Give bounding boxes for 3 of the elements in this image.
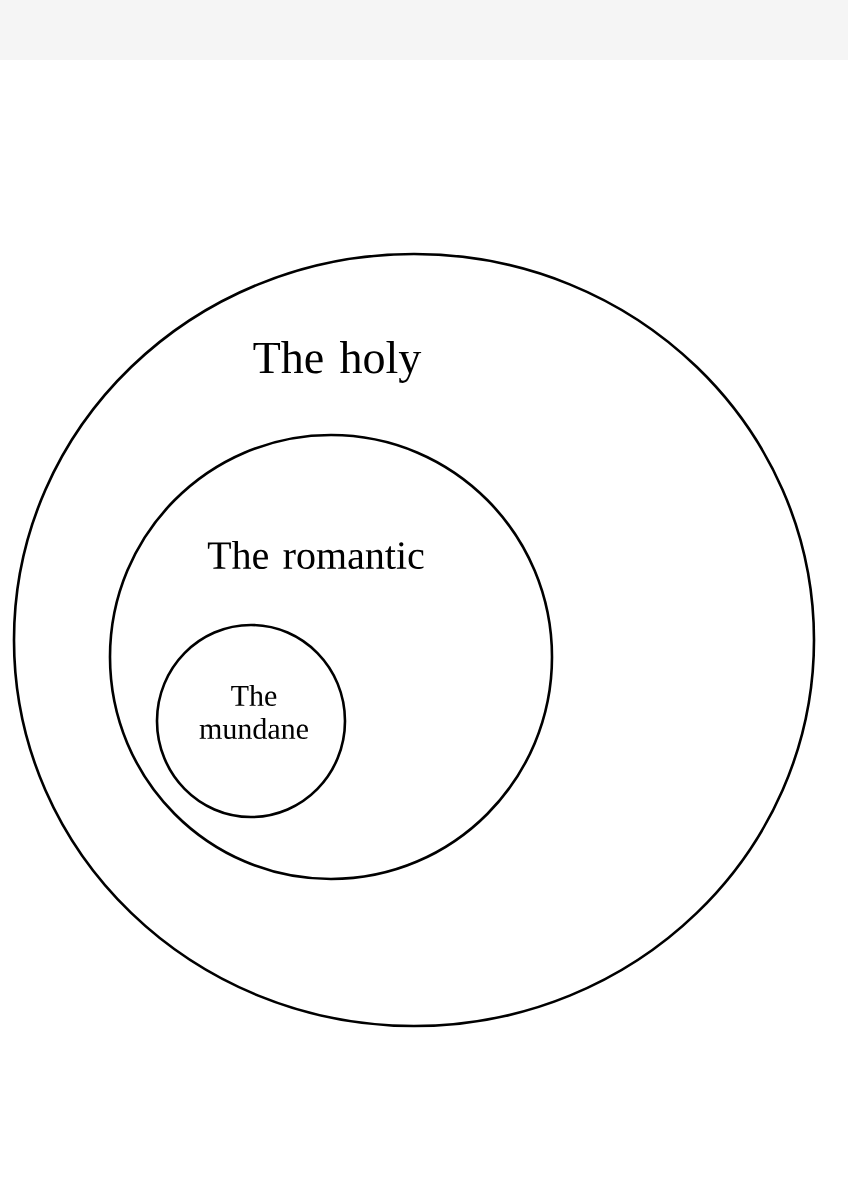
circle-label: The mundane <box>199 684 308 740</box>
circle-label: The romantic <box>207 540 424 570</box>
circle-label: The holy <box>253 341 422 383</box>
